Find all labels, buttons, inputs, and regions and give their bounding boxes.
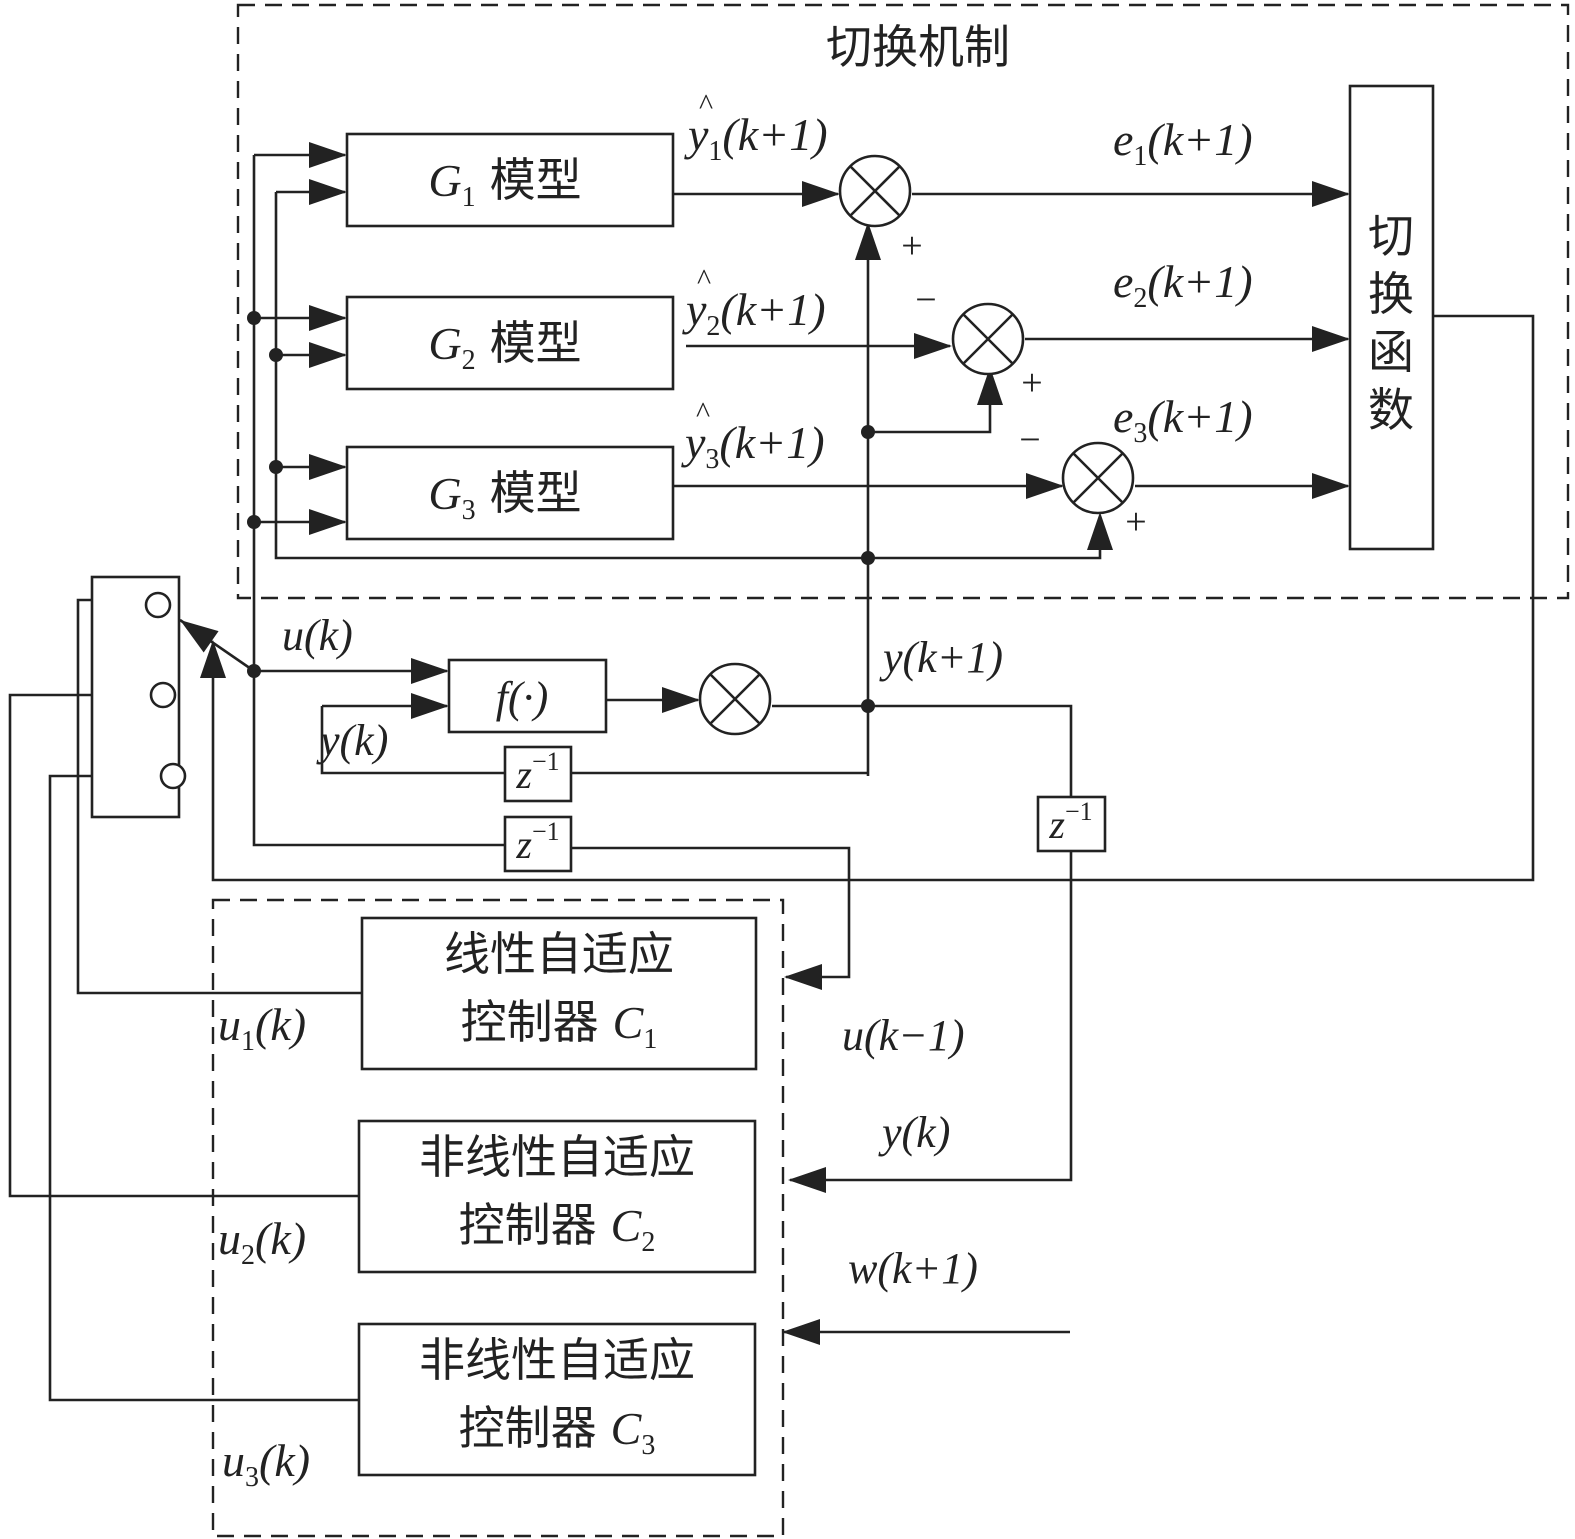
error-label-3: e3(k+1) (1113, 391, 1253, 449)
svg-text:z−1: z−1 (515, 817, 559, 867)
svg-text:y1(k+1): y1(k+1) (684, 109, 828, 167)
label-y-k-plus-1: y(k+1) (879, 633, 1003, 682)
label-y-k-plant: y(k) (316, 716, 388, 765)
noise-summer (698, 662, 772, 736)
prediction-label-1: ^ y1(k+1) (684, 88, 828, 167)
svg-text:非线性自适应: 非线性自适应 (419, 1130, 695, 1184)
prediction-label-2: ^ y2(k+1) (682, 263, 826, 342)
svg-text:数: 数 (1368, 383, 1414, 437)
svg-text:f(·): f(·) (496, 673, 549, 722)
delay-block-plant: z−1 (503, 745, 573, 803)
sign-plus-2: + (1021, 362, 1042, 404)
delay-block-input: z−1 (503, 815, 573, 873)
svg-text:^: ^ (699, 88, 713, 121)
switching-function-block: 切 换 函 数 (1348, 84, 1435, 551)
plant-block: f(·) (447, 658, 608, 734)
sign-plus-1: + (901, 225, 922, 267)
label-y-k-controller: y(k) (878, 1108, 950, 1157)
switching-mechanism-title: 切换机制 (826, 20, 1010, 74)
sign-minus-2: − (915, 279, 936, 321)
svg-text:y2(k+1): y2(k+1) (682, 284, 826, 342)
error-label-1: e1(k+1) (1113, 114, 1253, 172)
svg-text:^: ^ (696, 396, 710, 429)
controller-switch (90, 575, 187, 819)
svg-text:非线性自适应: 非线性自适应 (419, 1333, 695, 1387)
error-label-2: e2(k+1) (1113, 256, 1253, 314)
label-u2-k: u2(k) (218, 1213, 306, 1271)
controller-group-frame (211, 898, 785, 1538)
svg-text:y3(k+1): y3(k+1) (681, 417, 825, 475)
label-w-k-plus-1: w(k+1) (848, 1244, 978, 1293)
svg-text:z−1: z−1 (1048, 797, 1092, 847)
svg-text:线性自适应: 线性自适应 (444, 927, 674, 981)
label-u3-k: u3(k) (222, 1435, 310, 1493)
comparator-1 (838, 154, 912, 228)
sign-minus-3: − (1019, 419, 1040, 461)
svg-text:换: 换 (1368, 267, 1414, 321)
label-u1-k: u1(k) (218, 999, 306, 1057)
label-u-k-minus-1: u(k−1) (842, 1011, 965, 1060)
comparator-2 (951, 302, 1025, 376)
switching-mechanism-frame (236, 3, 1570, 600)
comparator-3 (1061, 441, 1135, 515)
svg-text:^: ^ (697, 263, 711, 296)
sign-plus-3: + (1125, 501, 1146, 543)
svg-text:函: 函 (1368, 325, 1414, 379)
prediction-label-3: ^ y3(k+1) (681, 396, 825, 475)
svg-text:z−1: z−1 (515, 747, 559, 797)
label-u-k: u(k) (282, 611, 353, 660)
delay-block-output: z−1 (1036, 795, 1107, 853)
junction-dots (247, 311, 875, 713)
svg-text:切: 切 (1368, 209, 1414, 263)
